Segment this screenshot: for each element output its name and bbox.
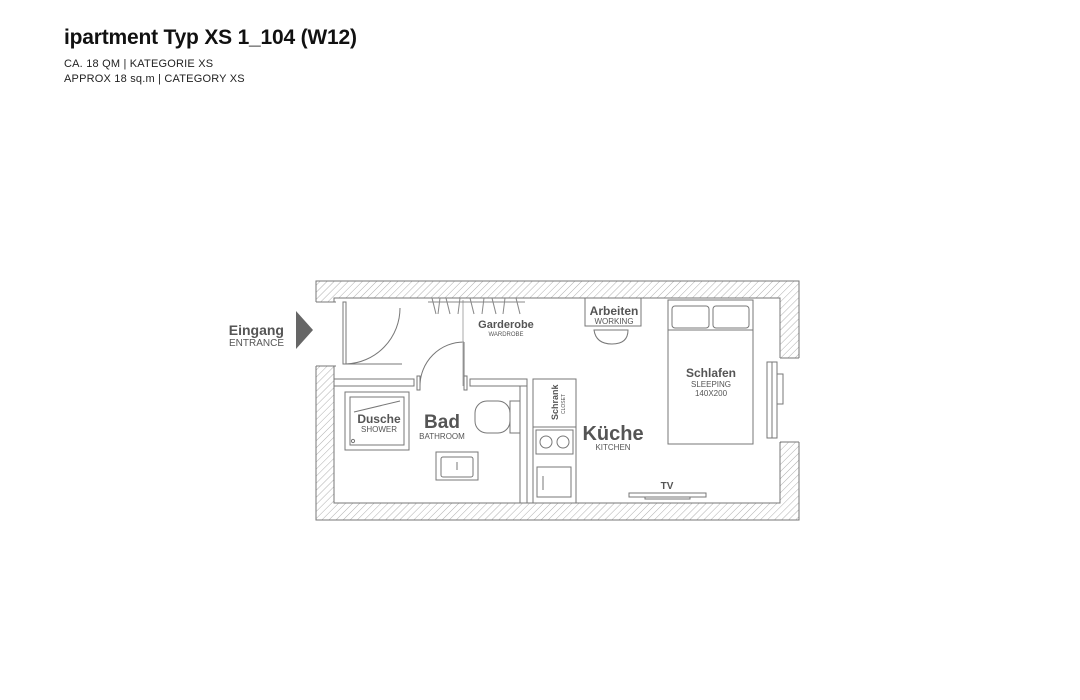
entrance-opening bbox=[314, 302, 336, 366]
wardrobe-rail bbox=[428, 297, 525, 315]
kitchen-label: Küche bbox=[582, 423, 643, 445]
tv-label: TV bbox=[661, 481, 674, 492]
shower bbox=[344, 391, 410, 451]
bed-size-label: 140X200 bbox=[695, 389, 728, 398]
bathroom-door bbox=[416, 300, 468, 391]
shower-label: Dusche bbox=[357, 412, 401, 426]
area-category-de: CA. 18 QM | KATEGORIE XS bbox=[64, 58, 214, 70]
entrance-door bbox=[342, 301, 402, 365]
toilet bbox=[474, 400, 521, 434]
tv bbox=[628, 492, 707, 500]
header: ipartment Typ XS 1_104 (W12) CA. 18 QM |… bbox=[64, 24, 357, 87]
closet-label-en: CLOSET bbox=[561, 394, 567, 414]
kitchen-block bbox=[532, 378, 577, 504]
sleeping-label-en: SLEEPING bbox=[691, 380, 731, 389]
shower-label-en: SHOWER bbox=[361, 425, 397, 434]
bathroom-label-en: BATHROOM bbox=[419, 432, 465, 441]
working-label-en: WORKING bbox=[594, 317, 633, 326]
bathroom-label: Bad bbox=[424, 412, 460, 433]
window bbox=[766, 361, 784, 439]
desk bbox=[584, 297, 642, 345]
window-opening bbox=[778, 358, 802, 442]
page-title: ipartment Typ XS 1_104 (W12) bbox=[64, 26, 357, 49]
bathroom-sink bbox=[435, 451, 479, 481]
bathroom-walls bbox=[333, 378, 528, 504]
entrance-arrow bbox=[296, 311, 313, 349]
closet-label: Schrank bbox=[550, 383, 560, 420]
wardrobe-label-en: WARDROBE bbox=[488, 332, 523, 338]
wardrobe-label: Garderobe bbox=[478, 319, 534, 331]
bed bbox=[667, 299, 754, 445]
kitchen-label-en: KITCHEN bbox=[595, 443, 630, 452]
entrance-label-en: ENTRANCE bbox=[229, 338, 284, 349]
entrance-label: Eingang bbox=[229, 322, 284, 338]
area-category-en: APPROX 18 sq.m | CATEGORY XS bbox=[64, 73, 245, 85]
sleeping-label: Schlafen bbox=[686, 366, 736, 380]
working-label: Arbeiten bbox=[590, 304, 639, 318]
